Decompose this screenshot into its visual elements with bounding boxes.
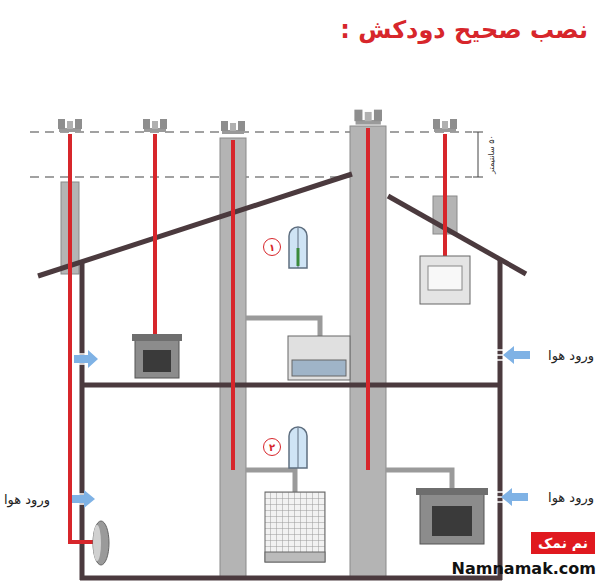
air-inlet-label: ورود هوا [4,492,50,507]
callout-circle: ۱ [263,238,281,256]
watermark-text: نم نمک [538,535,588,551]
watermark-url: Namnamak.com [452,559,596,578]
callout-circle: ۲ [263,438,281,456]
diagram-title: نصب صحیح دودکش : [340,16,588,44]
callout-number: ۲ [269,442,275,453]
air-inlet-label: ورود هوا [548,348,594,363]
air-inlet-label: ورود هوا [548,490,594,505]
watermark-badge: نم نمک [531,532,595,554]
dimension-label: ۵۰ سانتیمتر [486,134,495,175]
callout-number: ۱ [269,242,275,253]
